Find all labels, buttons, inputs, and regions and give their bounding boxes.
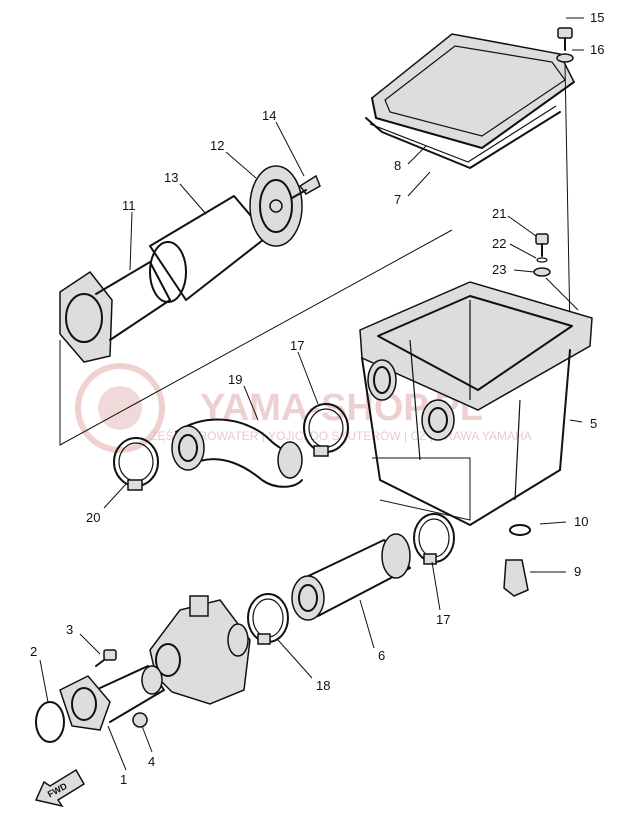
callout-3: 3 — [66, 622, 73, 637]
callout-6: 6 — [378, 648, 385, 663]
fwd-arrow-icon: FWD — [34, 768, 86, 808]
callout-22: 22 — [492, 236, 506, 251]
callout-14: 14 — [262, 108, 276, 123]
callout-7: 7 — [394, 192, 401, 207]
callout-13: 13 — [164, 170, 178, 185]
callout-1: 1 — [120, 772, 127, 787]
callout-labels: 15 16 8 7 21 22 23 5 10 9 11 12 13 14 17… — [30, 10, 604, 787]
callout-17-lower: 17 — [436, 612, 450, 627]
callout-15: 15 — [590, 10, 604, 25]
carburetor — [149, 595, 251, 705]
manifold-nut-4 — [132, 712, 148, 728]
bolt-and-washer — [556, 27, 574, 331]
callout-leaders — [39, 17, 584, 771]
callout-9: 9 — [574, 564, 581, 579]
hose-clamp-17-upper — [303, 403, 349, 457]
callout-2: 2 — [30, 644, 37, 659]
case-screws — [533, 233, 579, 311]
filter-assembly — [59, 165, 453, 446]
o-ring — [35, 701, 65, 743]
air-duct-hose — [171, 418, 303, 488]
hose-clamp-20 — [113, 437, 159, 491]
callout-17-upper: 17 — [290, 338, 304, 353]
airbox-case — [359, 281, 593, 597]
callout-19: 19 — [228, 372, 242, 387]
intake-manifold — [59, 665, 165, 731]
callout-23: 23 — [492, 262, 506, 277]
manifold-bolt-3 — [95, 649, 117, 667]
callout-20: 20 — [86, 510, 100, 525]
callout-11: 11 — [122, 198, 136, 213]
carb-joint — [291, 533, 411, 621]
airbox-cover — [365, 33, 575, 169]
hose-clamp-18 — [247, 593, 289, 645]
callout-18: 18 — [316, 678, 330, 693]
watermark-subtitle: ZĘŚCI | IROWATER | YOJICI DO SKUTERÓW | … — [150, 428, 532, 443]
callout-5: 5 — [590, 416, 597, 431]
callout-8: 8 — [394, 158, 401, 173]
callout-16: 16 — [590, 42, 604, 57]
callout-21: 21 — [492, 206, 506, 221]
hose-clamp-17-lower — [413, 513, 455, 565]
callout-12: 12 — [210, 138, 224, 153]
callout-4: 4 — [148, 754, 155, 769]
callout-10: 10 — [574, 514, 588, 529]
